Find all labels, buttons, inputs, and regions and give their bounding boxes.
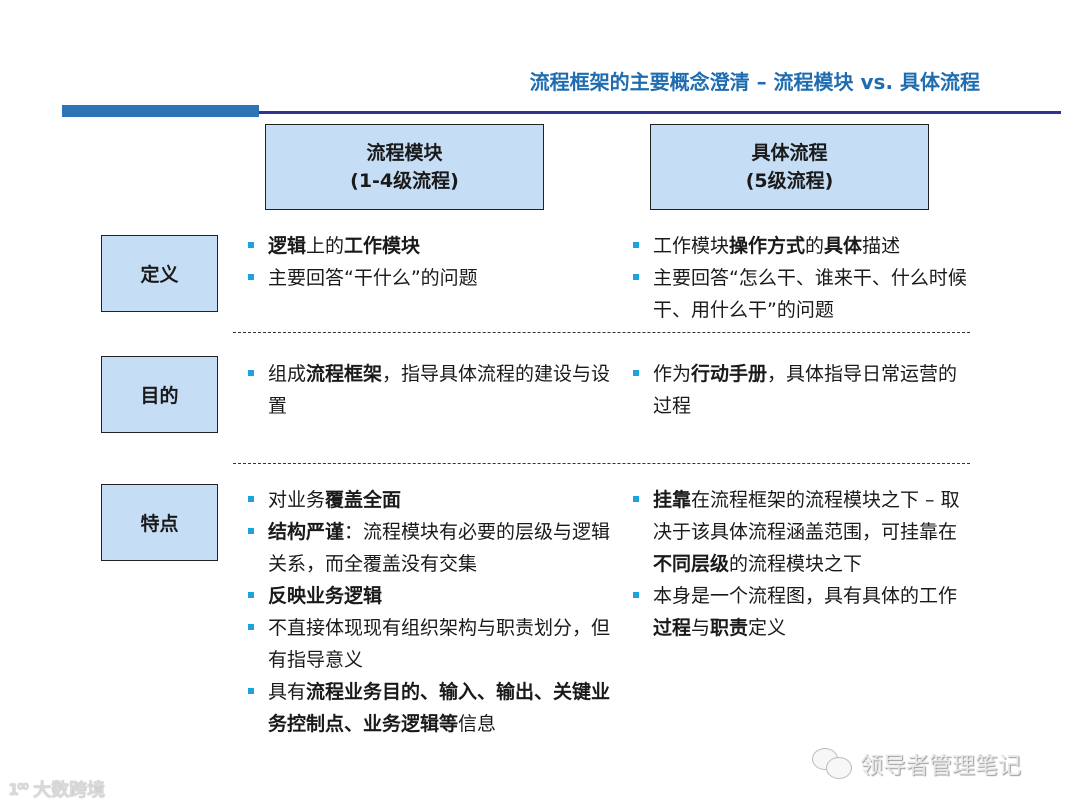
cell: 对业务覆盖全面结构严谨：流程模块有必要的层级与逻辑关系，而全覆盖没有交集反映业务… [245, 484, 625, 740]
watermark-left: 1⁰⁰ 大数跨境 [8, 776, 105, 802]
brand-logo-icon: 1⁰⁰ [8, 779, 29, 799]
column-header-process-module: 流程模块 (1-4级流程) [265, 124, 544, 210]
cell: 挂靠在流程框架的流程模块之下 – 取决于该具体流程涵盖范围，可挂靠在不同层级的流… [630, 484, 975, 644]
bullet-item: 结构严谨：流程模块有必要的层级与逻辑关系，而全覆盖没有交集 [245, 516, 625, 580]
column-header-specific-process: 具体流程 (5级流程) [650, 124, 929, 210]
column-header-line1: 流程模块 [366, 142, 443, 164]
bullet-item: 主要回答“干什么”的问题 [245, 262, 625, 294]
row-divider [233, 463, 970, 464]
bullet-item: 对业务覆盖全面 [245, 484, 625, 516]
row-label-definition: 定义 [101, 235, 218, 312]
wechat-icon [812, 748, 854, 779]
column-header-line2: (1-4级流程) [350, 170, 459, 192]
cell: 逻辑上的工作模块主要回答“干什么”的问题 [245, 230, 625, 294]
bullet-item: 主要回答“怎么干、谁来干、什么时候干、用什么干”的问题 [630, 262, 975, 326]
column-header-line1: 具体流程 [751, 142, 828, 164]
row-divider [233, 332, 970, 333]
bullet-item: 逻辑上的工作模块 [245, 230, 625, 262]
column-header-line2: (5级流程) [745, 170, 834, 192]
bullet-item: 具有流程业务目的、输入、输出、关键业务控制点、业务逻辑等信息 [245, 676, 625, 740]
slide-title: 流程框架的主要概念澄清 – 流程模块 vs. 具体流程 [529, 70, 980, 94]
title-rule [259, 111, 1061, 114]
title-accent-bar [62, 105, 259, 117]
bullet-item: 不直接体现现有组织架构与职责划分，但有指导意义 [245, 612, 625, 676]
cell: 工作模块操作方式的具体描述主要回答“怎么干、谁来干、什么时候干、用什么干”的问题 [630, 230, 975, 326]
bullet-item: 反映业务逻辑 [245, 580, 625, 612]
bullet-item: 本身是一个流程图，具有具体的工作过程与职责定义 [630, 580, 975, 644]
row-label-purpose: 目的 [101, 356, 218, 433]
row-label-features: 特点 [101, 484, 218, 561]
watermark-right: 领导者管理笔记 [812, 746, 1021, 780]
bullet-item: 工作模块操作方式的具体描述 [630, 230, 975, 262]
bullet-item: 组成流程框架，指导具体流程的建设与设置 [245, 358, 625, 422]
cell: 作为行动手册，具体指导日常运营的过程 [630, 358, 975, 422]
watermark-text: 领导者管理笔记 [860, 753, 1021, 779]
bullet-item: 挂靠在流程框架的流程模块之下 – 取决于该具体流程涵盖范围，可挂靠在不同层级的流… [630, 484, 975, 580]
watermark-text: 大数跨境 [33, 780, 106, 801]
bullet-item: 作为行动手册，具体指导日常运营的过程 [630, 358, 975, 422]
cell: 组成流程框架，指导具体流程的建设与设置 [245, 358, 625, 422]
